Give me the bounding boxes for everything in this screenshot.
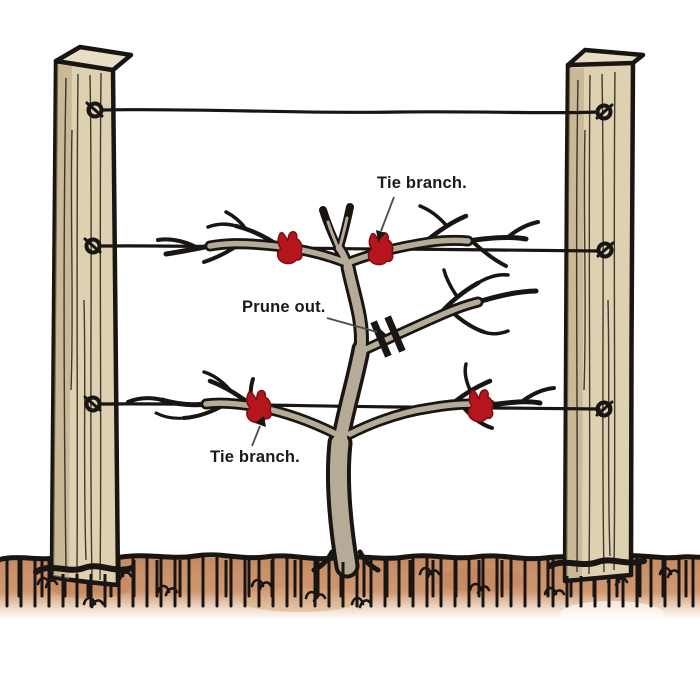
soil-hatching bbox=[556, 576, 640, 620]
right-post-base-line bbox=[547, 557, 647, 569]
right-post-shading bbox=[566, 68, 584, 578]
wire-knots bbox=[83, 101, 615, 418]
left-post-shading bbox=[53, 64, 72, 579]
soil-hatching bbox=[44, 574, 130, 620]
left-post bbox=[33, 44, 135, 588]
top-wire bbox=[100, 107, 600, 115]
annotation-arrow-line bbox=[326, 317, 378, 333]
annotation-arrowhead bbox=[255, 416, 266, 427]
right-post-woodgrain bbox=[575, 71, 616, 575]
annotation-arrowhead bbox=[377, 328, 387, 338]
annotation-arrowhead bbox=[376, 230, 386, 241]
left-post-woodgrain bbox=[63, 72, 102, 581]
right-post bbox=[547, 47, 647, 584]
prune-cut-marker bbox=[370, 315, 406, 358]
soil-hatching bbox=[318, 562, 376, 618]
annotation-arrow-line bbox=[251, 425, 261, 447]
branch-ties bbox=[241, 229, 496, 426]
label-prune-out: Prune out. bbox=[242, 298, 326, 316]
left-post-base-line bbox=[33, 563, 135, 575]
espalier-tree bbox=[126, 203, 556, 579]
annotation-arrows bbox=[251, 196, 395, 447]
right-post-top bbox=[565, 47, 646, 68]
annotation-arrow-line bbox=[380, 196, 395, 232]
label-tie-branch-top: Tie branch. bbox=[377, 174, 467, 192]
label-tie-branch-bottom: Tie branch. bbox=[210, 448, 300, 466]
left-post-top bbox=[53, 44, 134, 73]
